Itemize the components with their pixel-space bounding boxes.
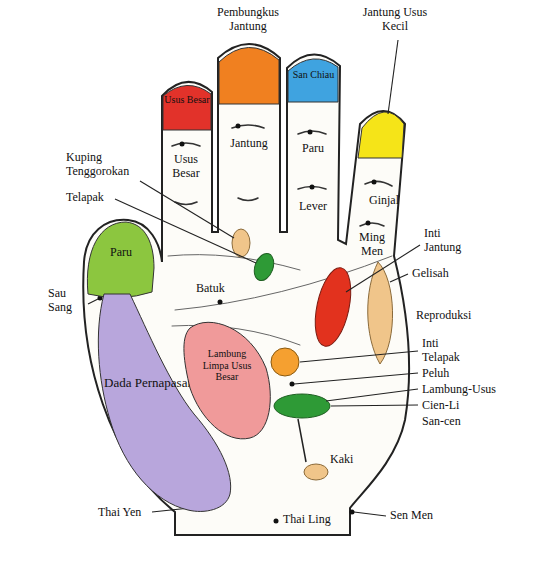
zone-text-box: Dada Pernapasan [104,376,194,391]
zone-name: Telapak [66,190,126,204]
zone-label: Usus Besar [164,94,210,106]
hand-outline [83,44,409,535]
zone-label: Jantung Usus Kecil [362,6,428,34]
leader-line [388,40,398,114]
leader-line [331,405,418,406]
zone-name: Ginjal [362,193,406,207]
zone-name: Thai Yen [98,505,158,519]
zone-label: Dada Pernapasan [104,376,194,391]
zone-name: Inti Jantung [424,226,480,254]
heart-core-zone [309,265,357,350]
zone-shape [184,322,270,439]
zone-name: Paru [290,141,336,155]
palm-crease [168,255,300,270]
palm-core-zone [271,348,299,376]
zone-shape [87,222,154,298]
zone-name: Lever [288,199,338,213]
fingertip-zone: Pembungkus Jantung [198,4,298,104]
zone-name: Cien-Li [422,398,502,412]
zone-name: Thai Ling [283,512,353,526]
zone-shape [163,85,211,130]
zone-label: Paru [92,246,150,260]
reproduction-zone [368,262,393,364]
finger-crease [238,198,258,201]
leader-line [354,512,386,516]
zone-text-box: Pembungkus Jantung [198,6,298,34]
leader-line [390,274,408,282]
zone-name: Sen Men [390,508,460,522]
leader-line [326,389,418,401]
leader-line [300,351,418,362]
point-dot [180,142,185,147]
point-dot [372,180,377,185]
point-dot [218,300,223,305]
zone-name: Jantung [220,136,278,150]
zone-name: Gelisah [412,266,472,280]
zone-name: Sau Sang [48,286,88,314]
point-dot [310,185,315,190]
connector-line [298,419,306,462]
finger-crease [360,223,384,226]
zone-name: Usus Besar [164,152,208,180]
leader-line [294,373,418,384]
point-dot [350,510,355,515]
foot-zone [304,464,328,480]
zone-text-box: Jantung Usus Kecil [362,6,428,34]
stomach-spleen-zone: Lambung Limpa Usus Besar [180,318,272,442]
zone-text-box: San Chiau [289,69,338,81]
fingertip-zone: Jantung Usus Kecil [352,4,428,162]
zone-name: Inti Telapak [422,336,474,364]
zone-name: Reproduksi [416,308,496,322]
zone-text-box: Usus Besar [164,94,210,106]
zone-label: Lambung Limpa Usus Besar [194,348,260,383]
zone-name: Ming Men [352,230,392,258]
fingertip-zone: Usus Besar [162,80,212,130]
zone-name: Peluh [422,366,482,380]
zone-shape [288,59,338,102]
palm-zone [251,251,277,283]
point-dot [274,519,279,524]
zone-text-box: Lambung Limpa Usus Besar [194,348,260,383]
zone-name: Kaki [330,452,370,466]
finger-crease [172,143,200,146]
point-dot [290,382,295,387]
zone-shape [219,47,279,104]
zone-name: Batuk [196,281,240,295]
fingertip-zone: San Chiau [287,55,340,103]
finger-crease [365,181,392,186]
zone-shape [358,112,404,158]
zone-name: Kuping Tenggorokan [66,150,156,178]
point-dot [236,124,241,129]
zone-text-box: Paru [92,246,150,260]
stomach-zone [274,394,330,418]
leader-line [140,181,234,238]
point-dot [366,221,371,226]
zone-label: Pembungkus Jantung [198,6,298,34]
zone-name: San-cen [422,414,502,428]
point-dot [308,130,313,135]
thumb-zone: Paru [86,220,158,298]
zone-name: Lambung-Usus [422,382,522,396]
zone-label: San Chiau [289,69,338,81]
